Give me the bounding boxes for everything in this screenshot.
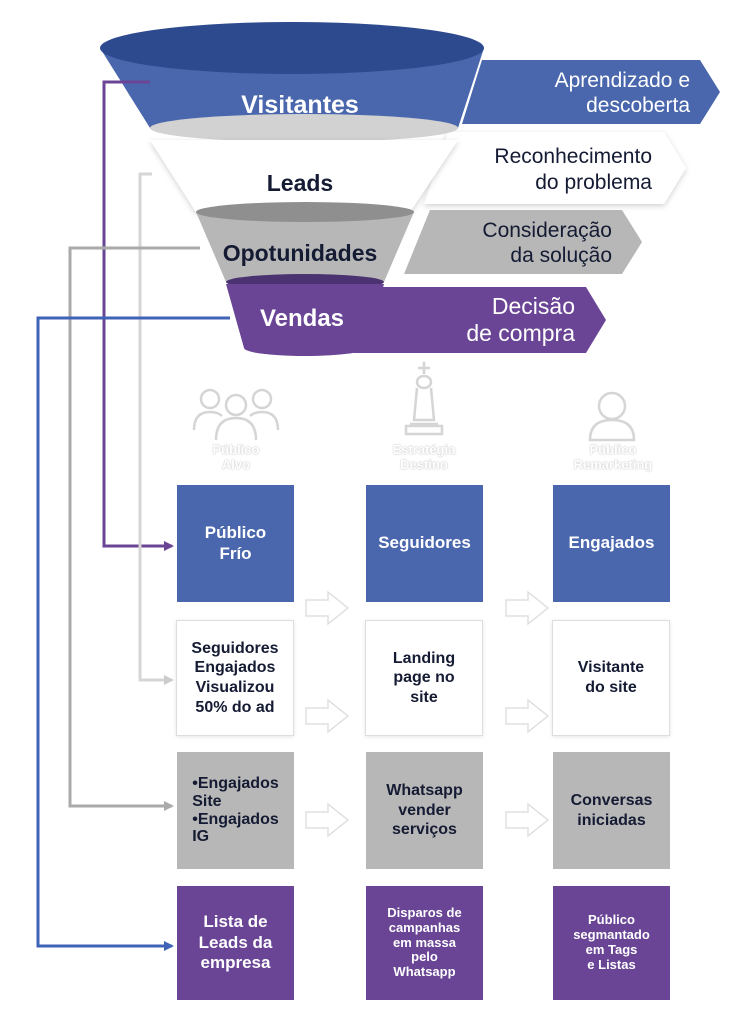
cell-whatsapp-vender: Whatsapp vender serviços xyxy=(366,752,483,869)
phase-4-line1: Decisão xyxy=(492,293,575,319)
stage-label-opotunidades: Opotunidades xyxy=(223,240,378,266)
flow-arrow-icon xyxy=(305,590,350,626)
flow-arrows xyxy=(305,590,550,838)
cell-engajados-list: •Engajados Site •Engajados IG xyxy=(177,752,294,869)
column-title-estrategia-destino: Estratégia Destino xyxy=(392,442,456,472)
funnel-stage-leads xyxy=(150,140,458,212)
people-group-icon xyxy=(192,388,280,441)
connector-opotunidades xyxy=(68,246,200,811)
funnel-stage-opotunidades xyxy=(196,212,414,282)
cell-engajados: Engajados xyxy=(553,485,670,602)
funnel: Visitantes Leads Opotunidades Vendas xyxy=(100,22,484,356)
phase-3-line2: da solução xyxy=(510,244,612,267)
phase-4-line2: de compra xyxy=(466,320,575,346)
cell-seguidores: Seguidores xyxy=(366,485,483,602)
cell-publico-segmantado: Público segmantado em Tags e Listas xyxy=(553,886,670,1000)
phase-1-line1: Aprendizado e xyxy=(555,69,690,92)
flow-arrow-icon xyxy=(505,698,550,734)
cell-landing-page: Landing page no site xyxy=(365,620,483,736)
column-title-publico-alvo: Público Alvo xyxy=(212,442,260,472)
funnel-stage-vendas xyxy=(226,284,384,348)
flow-arrow-icon xyxy=(505,802,550,838)
phase-arrow-3: Consideração da solução xyxy=(404,210,642,274)
connector-visitantes xyxy=(102,80,174,551)
phase-3-line1: Consideração xyxy=(482,219,612,242)
flow-arrow-icon xyxy=(505,590,550,626)
cell-conversas-iniciadas: Conversas iniciadas xyxy=(553,752,670,869)
column-title-publico-remarketing: Público Remarketing xyxy=(573,442,653,472)
stage-label-leads: Leads xyxy=(267,170,333,196)
cell-seguidores-engajados: Seguidores Engajados Visualizou 50% do a… xyxy=(176,620,294,736)
phase-2-line2: do problema xyxy=(535,171,652,194)
connector-vendas xyxy=(36,316,230,951)
cell-visitante-site: Visitante do site xyxy=(552,620,670,736)
phase-arrow-2: Reconhecimento do problema xyxy=(424,132,686,204)
phase-1-line2: descoberta xyxy=(586,94,690,117)
flow-arrow-icon xyxy=(305,698,350,734)
stage-label-vendas: Vendas xyxy=(260,305,344,332)
cell-publico-frio: Público Frío xyxy=(177,485,294,602)
connector-leads xyxy=(138,172,174,685)
cell-disparos-campanhas: Disparos de campanhas em massa pelo What… xyxy=(366,886,483,1000)
cell-lista-leads: Lista de Leads da empresa xyxy=(177,886,294,1000)
phase-2-line1: Reconhecimento xyxy=(494,145,652,168)
phase-arrow-1: Aprendizado e descoberta xyxy=(462,60,720,124)
user-icon xyxy=(588,391,636,442)
phase-arrow-4: Decisão de compra xyxy=(354,287,606,353)
flow-arrow-icon xyxy=(305,802,350,838)
bullet-engajados-ig: •Engajados IG xyxy=(192,810,279,846)
bullet-engajados-site: •Engajados Site xyxy=(192,774,279,810)
chess-king-icon xyxy=(404,362,444,436)
stage-label-visitantes: Visitantes xyxy=(241,91,359,119)
